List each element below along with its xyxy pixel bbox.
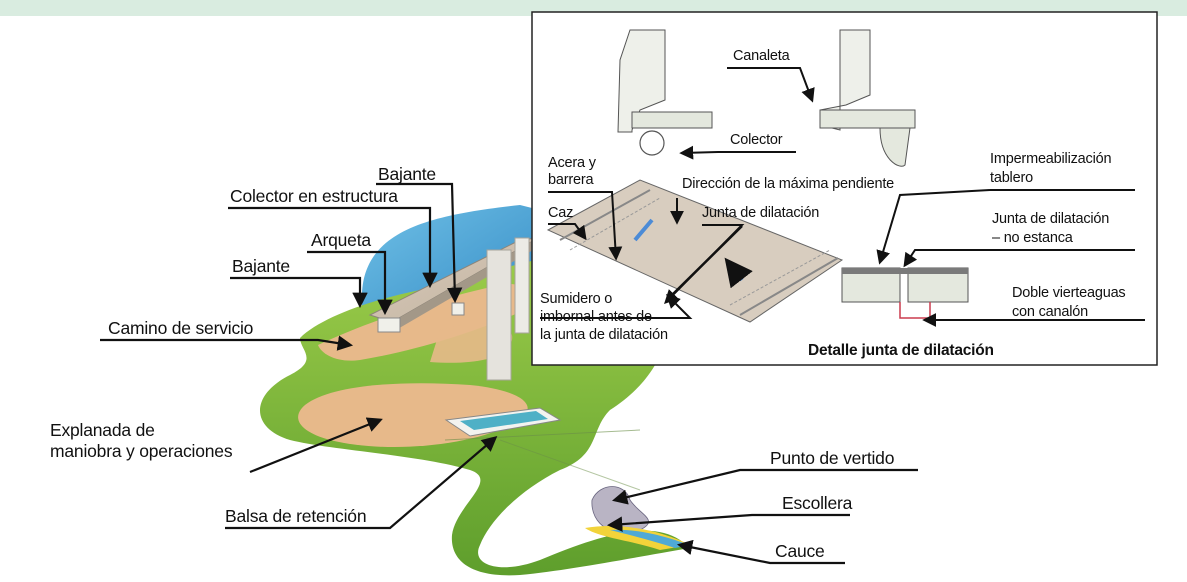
label-colector-estructura: Colector en estructura: [230, 186, 398, 206]
pond-water: [460, 411, 548, 430]
label-bajante-top: Bajante: [378, 164, 436, 184]
barrier-left: [617, 29, 666, 133]
label-detalle-title: Detalle junta de dilatación: [808, 342, 994, 359]
label-bajante-left: Bajante: [232, 256, 290, 276]
label-colector: Colector: [730, 132, 783, 148]
label-impermeabilizacion: Impermeabilización tablero: [990, 151, 1112, 186]
label-acera-barrera: Acera y barrera: [548, 155, 596, 188]
service-road: [318, 284, 530, 361]
escollera-rocks: [591, 486, 649, 534]
label-canaleta: Canaleta: [733, 48, 790, 64]
barrier-right: [819, 29, 871, 131]
label-arqueta: Arqueta: [311, 230, 371, 250]
label-punto-vertido: Punto de vertido: [770, 448, 895, 468]
label-doble-vierteaguas: Doble vierteaguas con canalón: [1012, 285, 1126, 320]
colector-pipe: [639, 130, 665, 156]
canaleta-channel: [879, 127, 911, 167]
bridge-pier: [486, 249, 512, 381]
label-sumidero: Sumidero o imbornal antes de la junta de…: [540, 291, 668, 343]
bajante-pipe: [451, 302, 465, 316]
bridge-pier-2: [514, 237, 530, 334]
label-balsa-retencion: Balsa de retención: [225, 506, 367, 526]
label-junta-no-estanca: Junta de dilatación – no estanca: [992, 211, 1110, 246]
label-junta-dilatacion: Junta de dilatación: [702, 205, 820, 221]
label-camino-servicio: Camino de servicio: [108, 318, 254, 338]
label-escollera: Escollera: [782, 493, 853, 513]
label-cauce: Cauce: [775, 541, 825, 561]
deck-plan: [546, 179, 844, 323]
arqueta-box: [377, 317, 401, 333]
label-caz: Caz: [548, 205, 574, 221]
label-direccion-pendiente: Dirección de la máxima pendiente: [682, 176, 895, 192]
label-explanada: Explanada de maniobra y operaciones: [50, 420, 233, 461]
